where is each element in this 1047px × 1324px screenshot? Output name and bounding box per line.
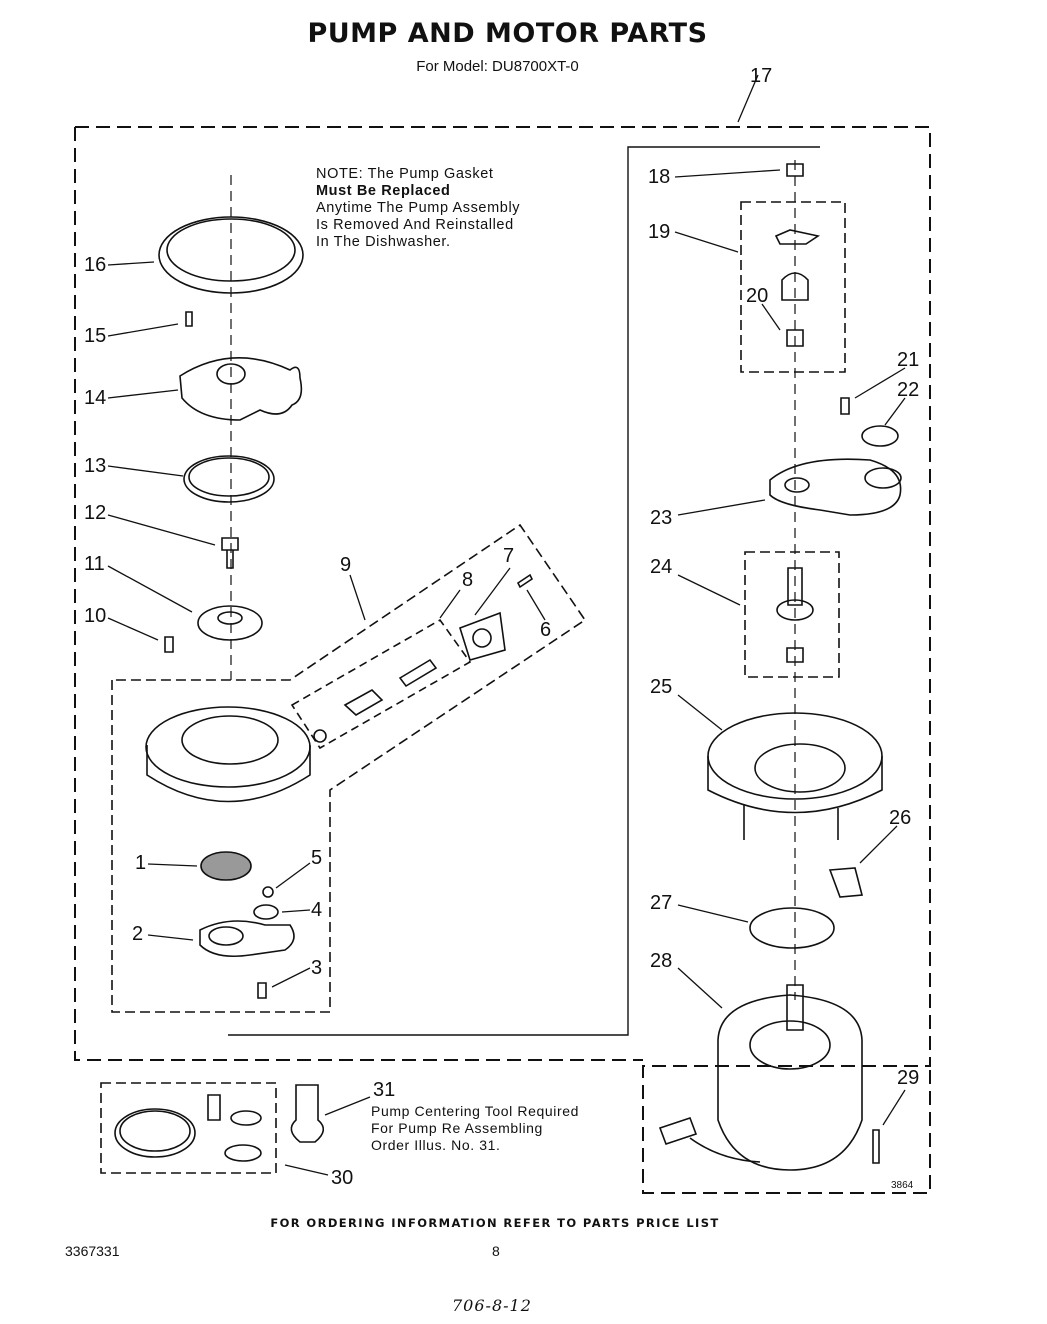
note-line: Is Removed And Reinstalled xyxy=(316,217,514,233)
impeller-11 xyxy=(197,605,263,641)
note-line: Must Be Replaced xyxy=(316,183,451,199)
callout-29: 29 xyxy=(897,1067,920,1089)
motor-28 xyxy=(717,994,863,1171)
callout-21: 21 xyxy=(897,349,920,371)
plate-23 xyxy=(769,458,902,516)
seal-group-box xyxy=(740,201,846,373)
motor-box xyxy=(228,146,820,1036)
clip-26 xyxy=(828,867,864,898)
screw-6 xyxy=(516,573,534,589)
screw-15 xyxy=(185,311,193,327)
callout-19: 19 xyxy=(648,221,671,243)
callout-2: 2 xyxy=(132,923,144,945)
tool-note-line: Order Illus. No. 31. xyxy=(371,1137,501,1153)
seal-19 xyxy=(774,229,821,245)
callout-5: 5 xyxy=(311,847,323,869)
screw-21 xyxy=(840,397,850,415)
callout-23: 23 xyxy=(650,507,673,529)
callout-22: 22 xyxy=(897,379,920,401)
callout-14: 14 xyxy=(84,387,107,409)
impeller-group-box xyxy=(744,551,840,678)
page-title: PUMP AND MOTOR PARTS xyxy=(307,18,708,49)
page-number: 8 xyxy=(492,1243,500,1259)
pump-group-box xyxy=(111,523,587,1013)
callout-12: 12 xyxy=(84,502,107,524)
o-ring-13 xyxy=(183,455,275,503)
callout-4: 4 xyxy=(311,899,323,921)
note-line: In The Dishwasher. xyxy=(316,234,451,250)
ring-22 xyxy=(861,425,899,447)
shaft-24 xyxy=(787,567,803,606)
callout-6: 6 xyxy=(540,619,552,641)
callout-28: 28 xyxy=(650,950,673,972)
screw-10 xyxy=(164,636,174,653)
solenoid-7 xyxy=(459,611,506,661)
callout-20: 20 xyxy=(746,285,769,307)
callout-7: 7 xyxy=(503,545,515,567)
pump-gasket-note: NOTE: The Pump Gasket Must Be Replaced A… xyxy=(316,166,520,251)
callout-1: 1 xyxy=(135,852,147,874)
ordering-info: FOR ORDERING INFORMATION REFER TO PARTS … xyxy=(270,1216,720,1230)
washer-27 xyxy=(749,907,835,949)
callout-24: 24 xyxy=(650,556,673,578)
screw-29 xyxy=(872,1129,880,1164)
screw-3 xyxy=(257,982,267,999)
handwritten-note: 706-8-12 xyxy=(452,1296,532,1315)
filter-1 xyxy=(200,851,252,881)
spring-20 xyxy=(781,272,809,301)
note-line: Anytime The Pump Assembly xyxy=(316,200,521,216)
centering-tool-31 xyxy=(290,1084,325,1143)
callout-8: 8 xyxy=(462,569,474,591)
ball-5 xyxy=(262,886,274,898)
document-number: 3367331 xyxy=(65,1243,120,1259)
callout-11: 11 xyxy=(84,553,105,575)
kit-gasket xyxy=(114,1108,196,1158)
diagram-reference: 3864 xyxy=(891,1180,914,1191)
valve-8 xyxy=(343,658,438,716)
callout-16: 16 xyxy=(84,254,107,276)
callout-17: 17 xyxy=(750,65,773,87)
callout-13: 13 xyxy=(84,455,107,477)
callout-25: 25 xyxy=(650,676,673,698)
callout-15: 15 xyxy=(84,325,107,347)
callout-9: 9 xyxy=(340,554,352,576)
pump-cover-14 xyxy=(179,357,303,421)
callout-18: 18 xyxy=(648,166,671,188)
bolt-12 xyxy=(221,537,239,569)
tool-note-line: For Pump Re Assembling xyxy=(371,1120,543,1136)
callout-27: 27 xyxy=(650,892,673,914)
kit-30-box xyxy=(100,1082,277,1174)
centering-tool-note: Pump Centering Tool Required For Pump Re… xyxy=(371,1103,579,1154)
model-subtitle: For Model: DU8700XT-0 xyxy=(416,58,579,75)
valve-group-box xyxy=(290,618,472,750)
callout-31: 31 xyxy=(373,1079,396,1101)
assembly-17-outline xyxy=(75,126,931,1194)
note-line: NOTE: The Pump Gasket xyxy=(316,166,494,182)
base-2 xyxy=(199,920,295,958)
ring-4 xyxy=(253,904,279,920)
tool-note-line: Pump Centering Tool Required xyxy=(371,1103,579,1119)
callout-10: 10 xyxy=(84,605,107,627)
pump-gasket-16 xyxy=(158,216,304,294)
callout-26: 26 xyxy=(889,807,912,829)
callout-3: 3 xyxy=(311,957,323,979)
pump-housing xyxy=(145,706,311,788)
callout-30: 30 xyxy=(331,1167,354,1189)
nut-18 xyxy=(786,163,804,177)
